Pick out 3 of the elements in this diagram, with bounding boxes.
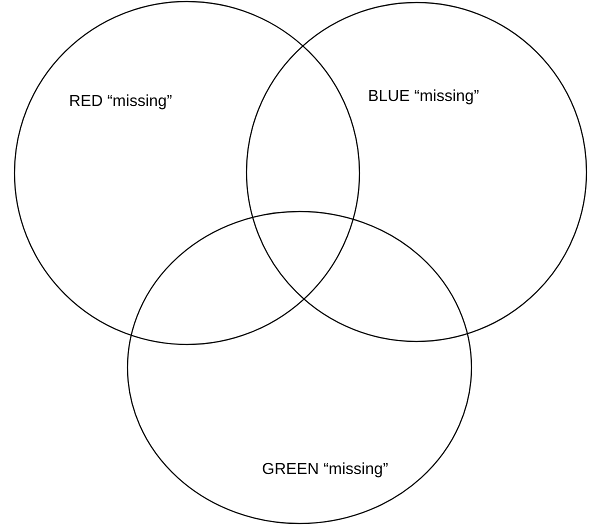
set-label: BLUE “missing” xyxy=(368,88,480,106)
set-label: RED “missing” xyxy=(69,93,172,111)
set-label: GREEN “missing” xyxy=(262,461,388,479)
